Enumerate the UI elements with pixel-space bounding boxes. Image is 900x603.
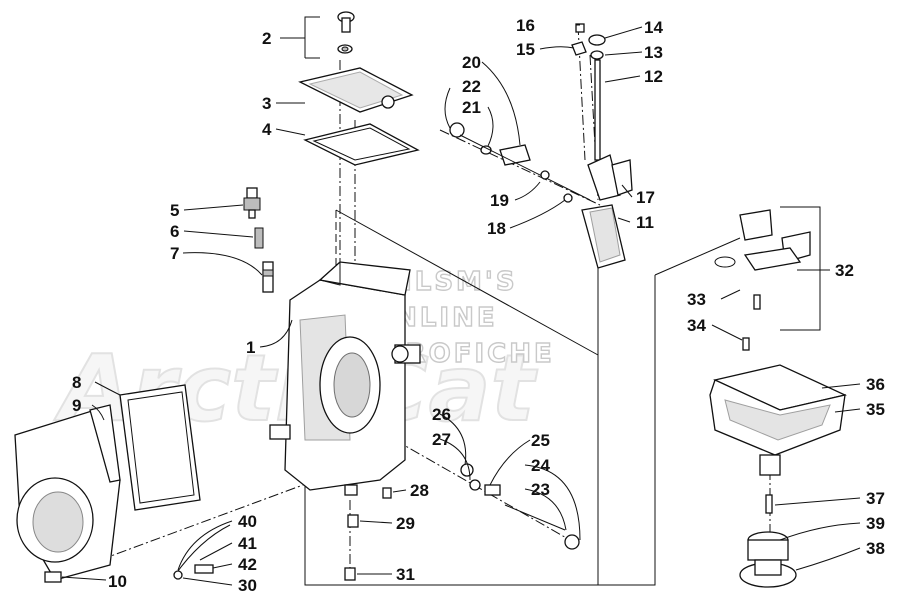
callout-35: 35 (866, 400, 885, 419)
callout-38: 38 (866, 539, 885, 558)
callout-6: 6 (170, 222, 179, 241)
callout-5: 5 (170, 201, 179, 220)
callout-26: 26 (432, 405, 451, 424)
callout-30: 30 (238, 576, 257, 595)
callout-21: 21 (462, 98, 481, 117)
assembly-lines (99, 24, 821, 586)
callout-36: 36 (866, 375, 885, 394)
callout-32: 32 (835, 261, 854, 280)
callout-18: 18 (487, 219, 506, 238)
callout-14: 14 (644, 18, 663, 37)
callout-11: 11 (636, 213, 654, 232)
callout-16: 16 (516, 16, 535, 35)
callout-7: 7 (170, 244, 179, 263)
callout-41: 41 (238, 534, 257, 553)
callout-20: 20 (462, 53, 481, 72)
callout-1: 1 (246, 338, 255, 357)
callout-29: 29 (396, 514, 415, 533)
callout-9: 9 (72, 396, 81, 415)
callout-17: 17 (636, 188, 655, 207)
watermark-line1: HLSM'S (390, 267, 518, 297)
callout-34: 34 (687, 316, 706, 335)
callout-12: 12 (644, 67, 663, 86)
callout-27: 27 (432, 430, 451, 449)
callout-33: 33 (687, 290, 706, 309)
callout-25: 25 (531, 431, 550, 450)
callout-labels: 2 3 4 5 6 7 1 8 9 10 16 15 14 13 12 20 2… (72, 16, 885, 595)
callout-31: 31 (396, 565, 415, 584)
callout-3: 3 (262, 94, 271, 113)
intake-boot-group (14, 384, 201, 583)
callout-10: 10 (108, 572, 127, 591)
callout-39: 39 (866, 514, 885, 533)
callout-19: 19 (490, 191, 509, 210)
throttle-linkage-group (449, 23, 633, 269)
callout-42: 42 (238, 555, 257, 574)
callout-22: 22 (462, 77, 481, 96)
callout-15: 15 (516, 40, 535, 59)
jet-group (243, 187, 274, 293)
callout-8: 8 (72, 373, 81, 392)
callout-24: 24 (531, 456, 550, 475)
callout-37: 37 (866, 489, 885, 508)
leader-lines (61, 16, 861, 586)
pump-group (714, 209, 811, 351)
callout-23: 23 (531, 480, 550, 499)
float-bowl-group (709, 364, 847, 476)
callout-4: 4 (262, 120, 272, 139)
callout-2: 2 (262, 29, 271, 48)
lower-hardware-group (173, 463, 580, 581)
top-cover-group (298, 11, 420, 166)
callout-40: 40 (238, 512, 257, 531)
drain-group (739, 494, 797, 588)
callout-13: 13 (644, 43, 663, 62)
callout-28: 28 (410, 481, 429, 500)
carburetor-body (269, 260, 421, 496)
